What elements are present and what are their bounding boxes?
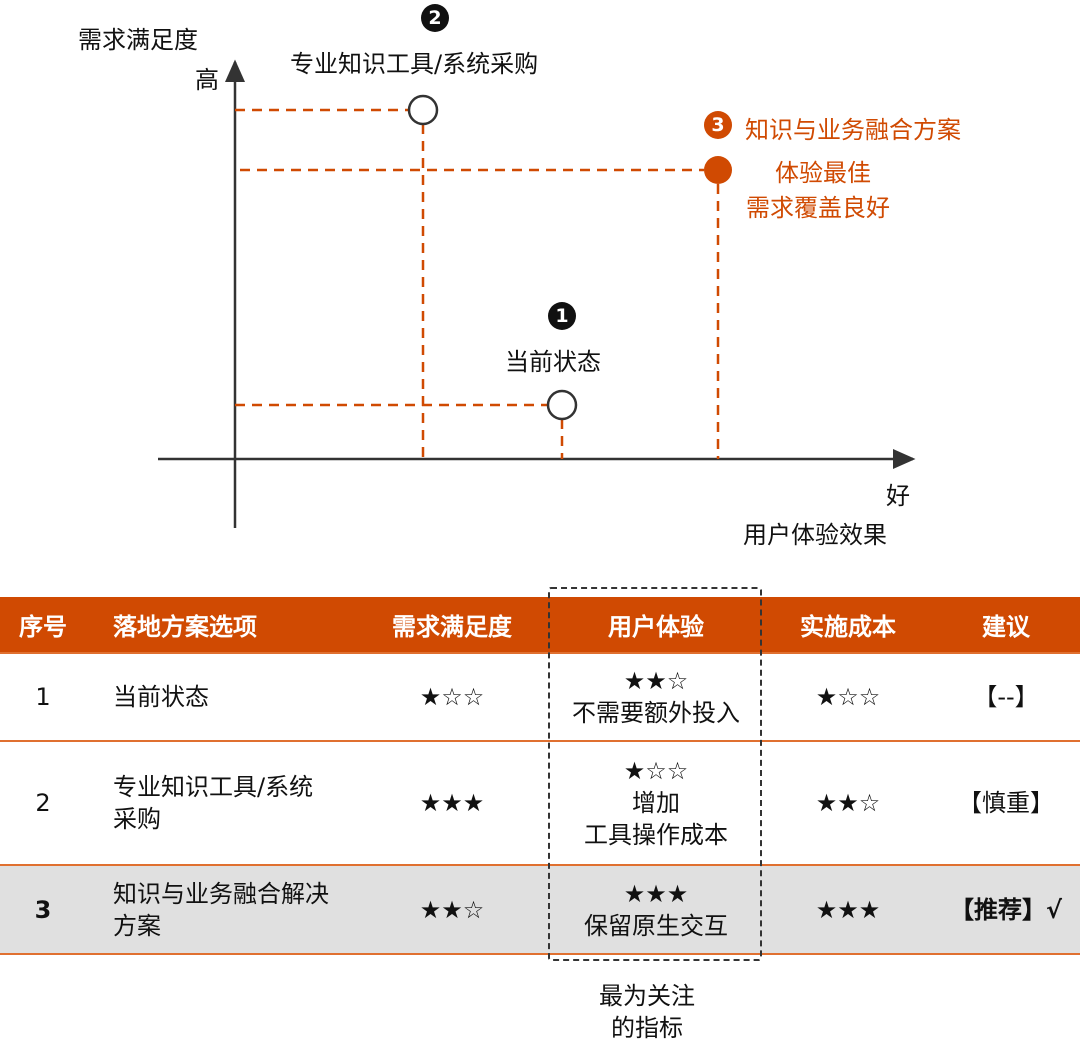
cell-ux: ★★☆ 不需要额外投入 — [548, 652, 764, 742]
cell-satisfaction: ★★☆ — [356, 864, 548, 955]
table-row: 1 当前状态 ★☆☆ ★★☆ 不需要额外投入 ★☆☆ 【--】 — [0, 652, 1080, 742]
cell-ux: ★☆☆ 增加工具操作成本 — [548, 740, 764, 866]
point-2-label: 专业知识工具/系统采购 — [290, 50, 539, 78]
focus-note-line-2: 的指标 — [611, 1014, 683, 1042]
x-axis-title: 用户体验效果 — [743, 521, 887, 549]
cell-advice: 【--】 — [932, 652, 1080, 742]
cell-no: 2 — [0, 740, 86, 866]
header-advice: 建议 — [932, 597, 1080, 653]
header-cost: 实施成本 — [764, 597, 932, 653]
point-3 — [704, 156, 732, 184]
focus-highlight-box — [548, 587, 762, 961]
cell-advice: 【推荐】√ — [932, 864, 1080, 955]
ux-stars: ★☆☆ — [623, 757, 689, 785]
badge-1: 1 — [548, 302, 576, 330]
cell-cost: ★★★ — [764, 864, 932, 955]
cell-option: 专业知识工具/系统采购 — [86, 740, 356, 866]
point-2 — [407, 94, 439, 126]
cell-satisfaction: ★★★ — [356, 740, 548, 866]
ux-note-2: 工具操作成本 — [584, 821, 728, 849]
point-3-note-2: 需求覆盖良好 — [746, 194, 890, 222]
header-option: 落地方案选项 — [86, 597, 356, 653]
positioning-diagram — [158, 59, 916, 528]
table-header: 序号 落地方案选项 需求满足度 用户体验 实施成本 建议 — [0, 597, 1080, 653]
ux-stars: ★★☆ — [623, 667, 689, 695]
cell-cost: ★☆☆ — [764, 652, 932, 742]
cell-no: 1 — [0, 652, 86, 742]
table-row: 2 专业知识工具/系统采购 ★★★ ★☆☆ 增加工具操作成本 ★★☆ 【慎重】 — [0, 740, 1080, 866]
header-no: 序号 — [0, 597, 86, 653]
y-axis-high-label: 高 — [195, 66, 219, 94]
ux-note: 保留原生交互 — [584, 911, 728, 940]
header-satisfaction: 需求满足度 — [356, 597, 548, 653]
point-3-label: 知识与业务融合方案 — [745, 116, 961, 144]
point-3-note-1: 体验最佳 — [775, 159, 871, 187]
y-axis-title: 需求满足度 — [78, 26, 198, 54]
badge-3: 3 — [704, 111, 732, 139]
cell-option: 知识与业务融合解决方案 — [86, 864, 356, 955]
options-table: 序号 落地方案选项 需求满足度 用户体验 实施成本 建议 1 当前状态 ★☆☆ … — [0, 597, 1080, 955]
cell-cost: ★★☆ — [764, 740, 932, 866]
ux-note: 不需要额外投入 — [572, 699, 740, 727]
ux-stars: ★★★ — [623, 879, 689, 908]
cell-advice: 【慎重】 — [932, 740, 1080, 866]
cell-satisfaction: ★☆☆ — [356, 652, 548, 742]
point-1-label: 当前状态 — [505, 348, 601, 376]
header-ux: 用户体验 — [548, 597, 764, 653]
cell-no: 3 — [0, 864, 86, 955]
table-row-recommended: 3 知识与业务融合解决方案 ★★☆ ★★★ 保留原生交互 ★★★ 【推荐】√ — [0, 864, 1080, 955]
cell-ux: ★★★ 保留原生交互 — [548, 864, 764, 955]
point-1 — [546, 389, 578, 421]
x-axis-high-label: 好 — [886, 482, 910, 510]
ux-note: 增加 — [632, 789, 680, 817]
focus-note-line-1: 最为关注 — [599, 982, 695, 1010]
cell-option: 当前状态 — [86, 652, 356, 742]
badge-2: 2 — [421, 4, 449, 32]
